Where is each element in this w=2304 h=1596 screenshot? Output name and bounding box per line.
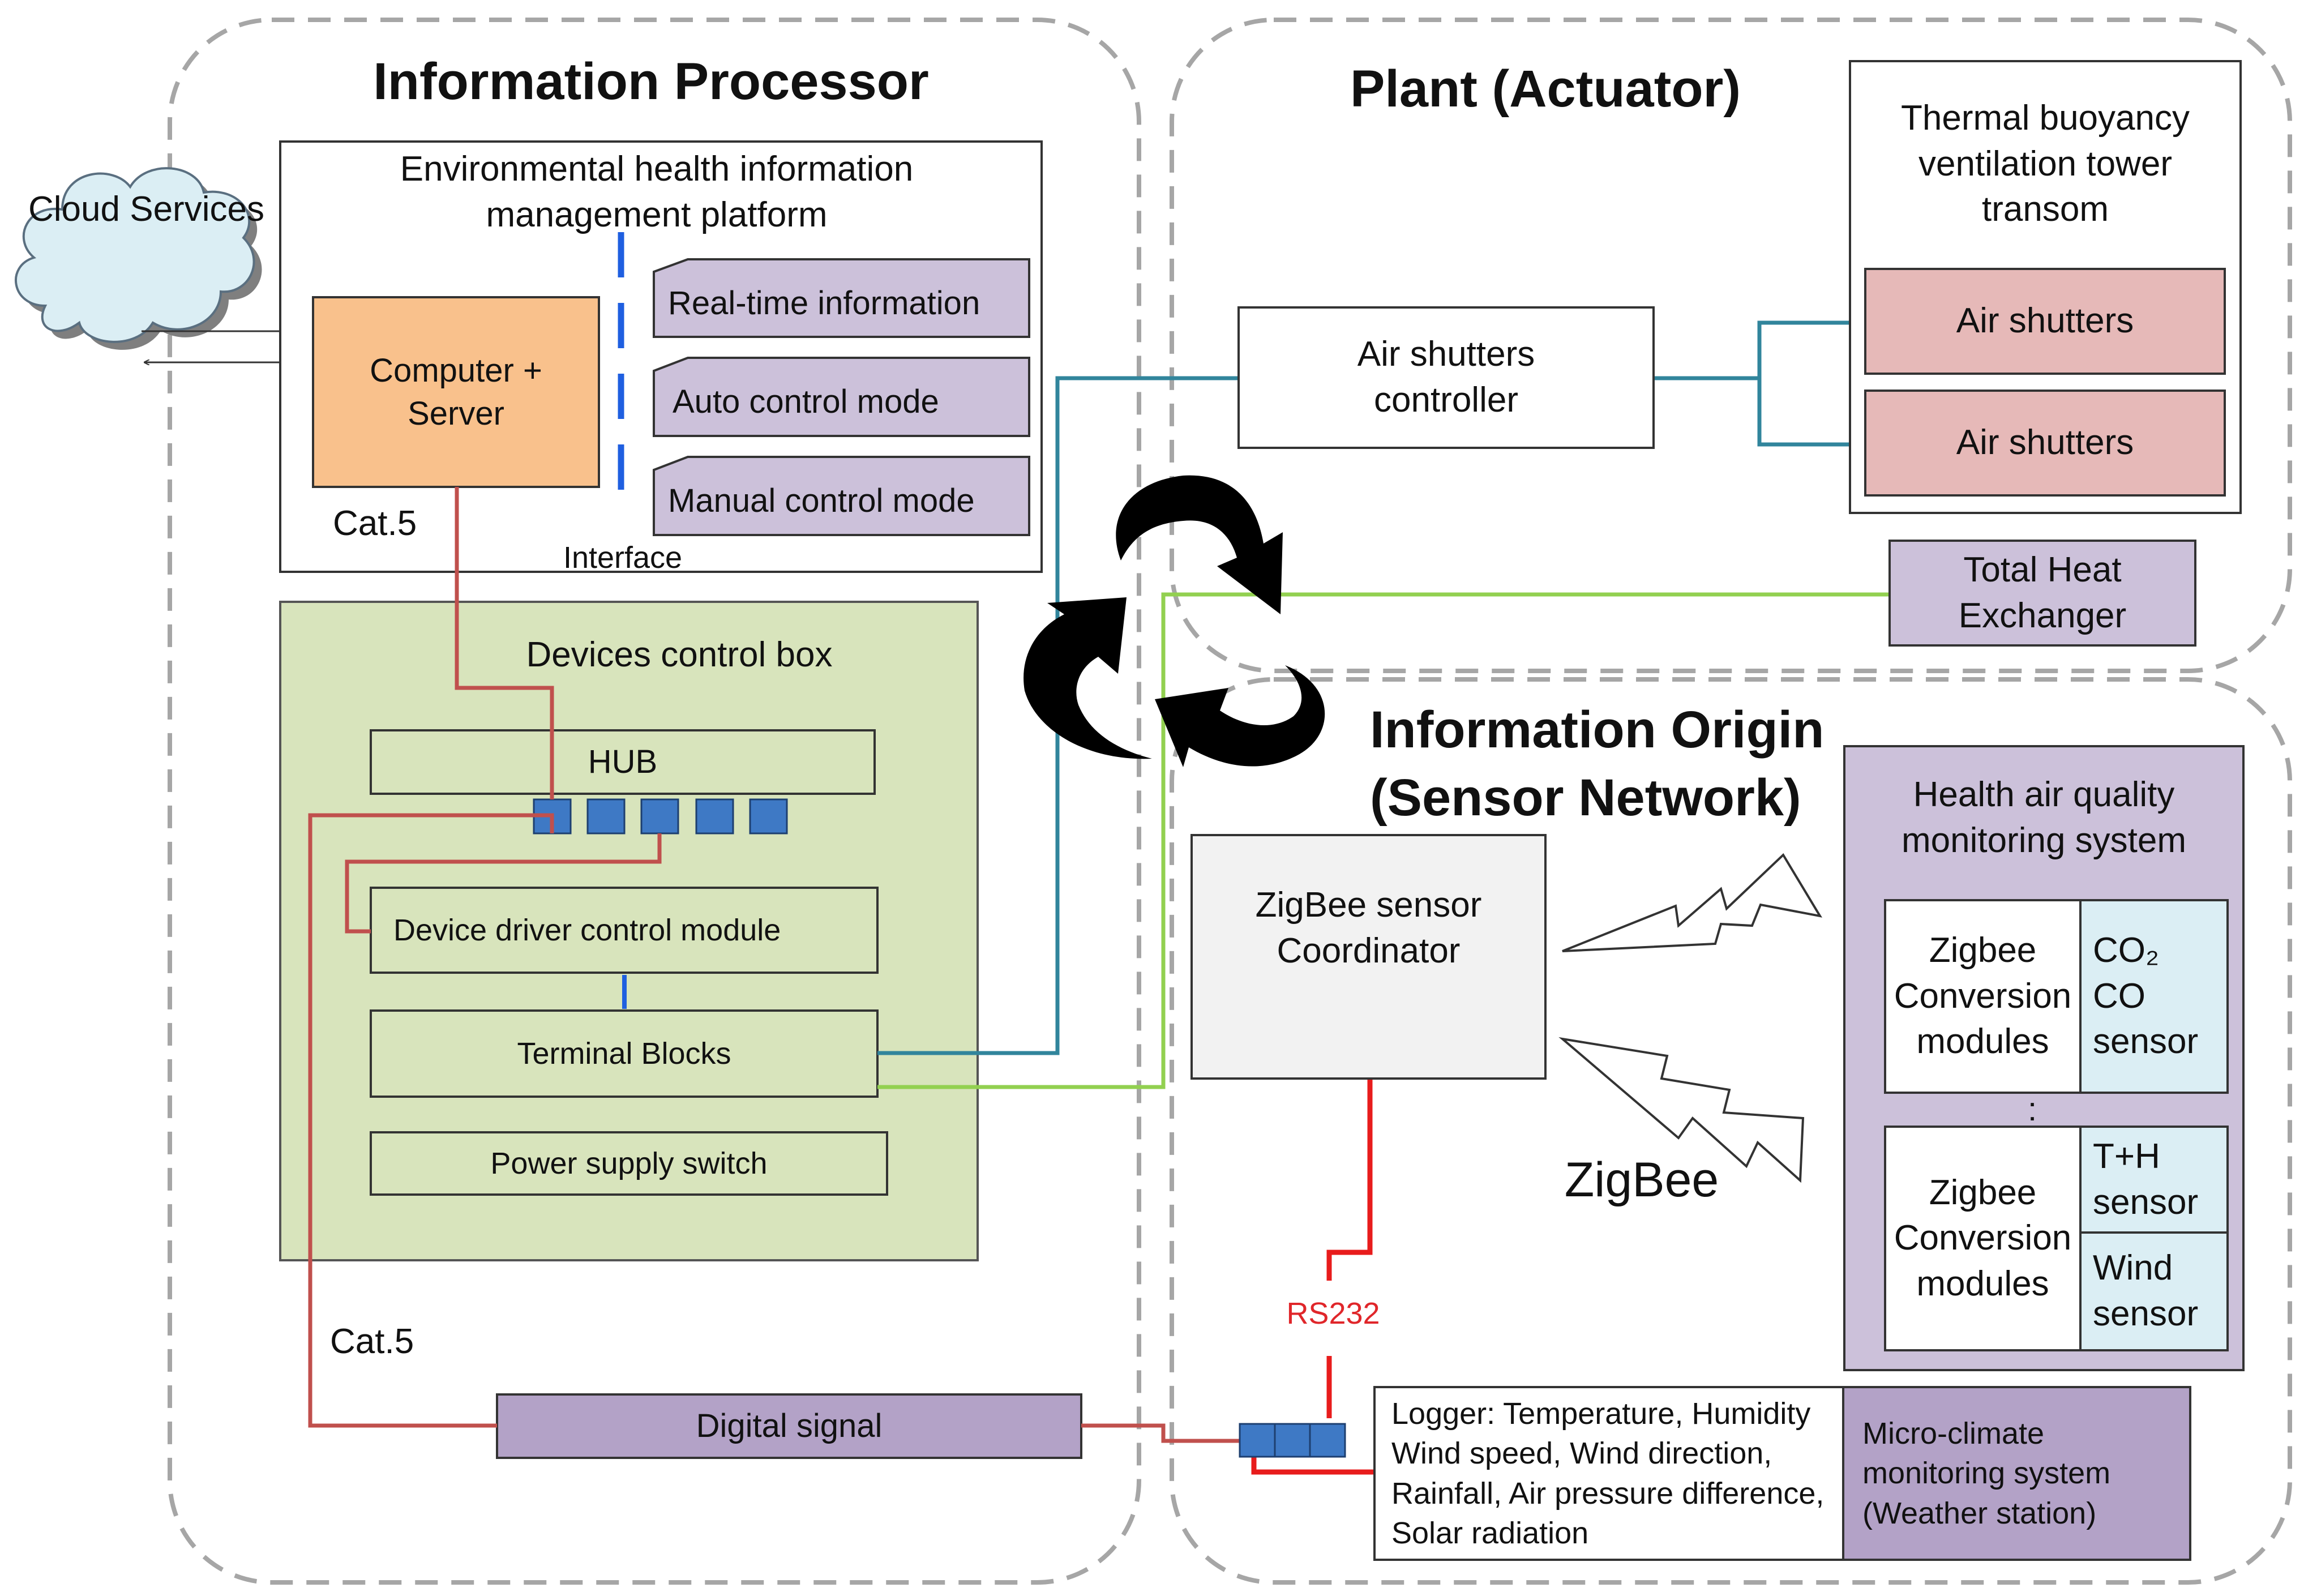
server-label: Computer + Server bbox=[370, 352, 542, 432]
mode-tab-manual bbox=[653, 456, 1030, 536]
power-label: Power supply switch bbox=[490, 1146, 768, 1180]
terminal-label: Terminal Blocks bbox=[517, 1036, 731, 1071]
hub-label: HUB bbox=[588, 743, 658, 781]
air-shutters-controller-box bbox=[1237, 306, 1655, 449]
digital-signal-label: Digital signal bbox=[696, 1407, 883, 1445]
platform-title: Environmental health information managem… bbox=[400, 149, 914, 234]
air-shutter-label-1: Air shutters bbox=[1956, 301, 2134, 341]
cloud-services-label: Cloud Services bbox=[28, 189, 264, 229]
zig-module-box-1 bbox=[1884, 899, 2082, 1094]
plant-region bbox=[1170, 18, 2292, 673]
red-cables bbox=[308, 487, 1240, 1443]
mode-tab-realtime bbox=[653, 258, 1030, 338]
coordinator-box bbox=[1190, 834, 1547, 1080]
mode-label-realtime: Real-time information bbox=[668, 284, 980, 322]
zigbee-signal-icon bbox=[1558, 853, 1823, 1183]
hub-box bbox=[370, 729, 876, 795]
logger-ports bbox=[1239, 1423, 1346, 1458]
zig-module-label-2: Zigbee Conversion modules bbox=[1894, 1173, 2072, 1303]
zig-module-label-1: Zigbee Conversion modules bbox=[1894, 931, 2072, 1062]
logger-label: Logger: Temperature, Humidity Wind speed… bbox=[1391, 1397, 1825, 1550]
digital-signal-box bbox=[496, 1393, 1082, 1459]
air-shutter-box-1 bbox=[1864, 268, 2226, 375]
info-processor-region bbox=[168, 18, 1141, 1585]
cloud-icon bbox=[14, 167, 262, 350]
info-origin-title: Information Origin (Sensor Network) bbox=[1370, 701, 1825, 827]
wind-sensor-box bbox=[2079, 1231, 2229, 1351]
co2-sensor-label: CO₂ CO sensor bbox=[2093, 931, 2199, 1062]
info-origin-region bbox=[1170, 677, 2292, 1585]
power-box bbox=[370, 1131, 888, 1196]
driver-label: Device driver control module bbox=[393, 913, 781, 947]
teal-branch bbox=[1653, 320, 1865, 447]
heat-exchanger-label: Total Heat Exchanger bbox=[1958, 550, 2127, 635]
cat5-top-label: Cat.5 bbox=[333, 503, 417, 543]
zig-module-box-2 bbox=[1884, 1126, 2082, 1351]
air-shutter-label-2: Air shutters bbox=[1956, 423, 2134, 463]
rs232-label: RS232 bbox=[1286, 1296, 1380, 1330]
air-shutter-box-2 bbox=[1864, 390, 2226, 497]
driver-box bbox=[370, 887, 879, 974]
coordinator-label: ZigBee sensor Coordinator bbox=[1255, 885, 1482, 970]
health-system-title: Health air quality monitoring system bbox=[1901, 775, 2187, 860]
controller-label: Air shutters controller bbox=[1357, 335, 1535, 420]
mode-label-auto: Auto control mode bbox=[673, 383, 939, 420]
interface-label: Interface bbox=[563, 540, 683, 575]
tower-title: Thermal buoyancy ventilation tower trans… bbox=[1900, 99, 2190, 229]
heat-exchanger-box bbox=[1888, 540, 2196, 647]
mode-tab-auto bbox=[653, 357, 1030, 437]
micro-climate-label: Micro-climate monitoring system (Weather… bbox=[1862, 1417, 2111, 1530]
mode-tabs bbox=[653, 258, 1030, 536]
th-sensor-label: T+H sensor bbox=[2093, 1136, 2199, 1222]
plant-title: Plant (Actuator) bbox=[1350, 59, 1741, 118]
micro-climate-box bbox=[1842, 1386, 2191, 1561]
control-box-title: Devices control box bbox=[526, 635, 833, 675]
bright-red-cables bbox=[1251, 1079, 1376, 1475]
module-ellipsis: : bbox=[2027, 1091, 2037, 1128]
co2-sensor-box bbox=[2079, 899, 2229, 1094]
logger-box bbox=[1373, 1386, 1844, 1561]
info-processor-title: Information Processor bbox=[373, 53, 929, 111]
wind-sensor-label: Wind sensor bbox=[2093, 1248, 2199, 1333]
mode-label-manual: Manual control mode bbox=[668, 482, 975, 519]
cat5-bottom-label: Cat.5 bbox=[330, 1321, 414, 1361]
terminal-box bbox=[370, 1009, 879, 1098]
zigbee-label: ZigBee bbox=[1564, 1153, 1719, 1208]
cycle-arrows-icon bbox=[1023, 475, 1325, 767]
green-cable bbox=[877, 592, 1890, 1089]
